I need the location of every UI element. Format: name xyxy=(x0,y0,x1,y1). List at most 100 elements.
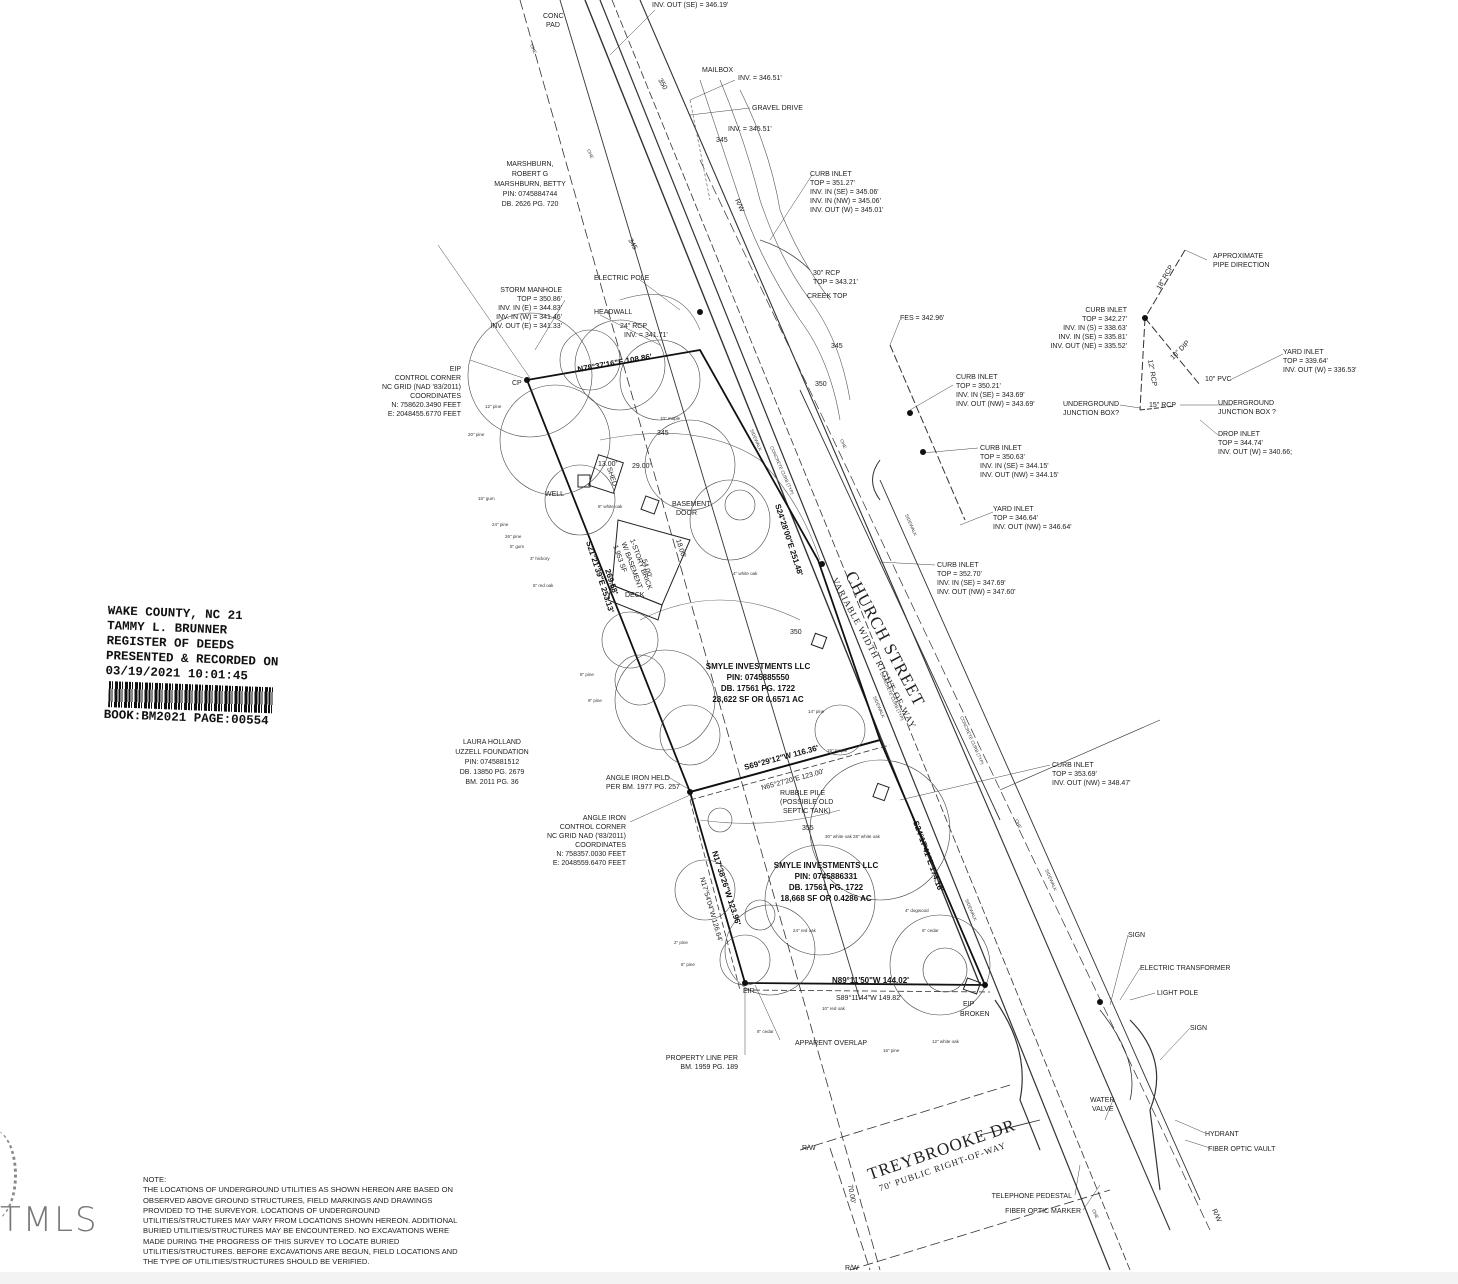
svg-text:TOP = 350.21': TOP = 350.21' xyxy=(956,383,1001,390)
svg-text:SMYLE INVESTMENTS LLC: SMYLE INVESTMENTS LLC xyxy=(706,662,811,671)
svg-text:CURB INLET: CURB INLET xyxy=(810,171,852,178)
note-title: NOTE: xyxy=(143,1175,167,1184)
svg-text:INV. IN (S) = 338.63': INV. IN (S) = 338.63' xyxy=(1063,325,1127,332)
svg-text:CURB INLET: CURB INLET xyxy=(956,374,998,381)
creek-topography xyxy=(689,79,851,421)
svg-text:10" DIP: 10" DIP xyxy=(1169,339,1191,361)
svg-text:350: 350 xyxy=(656,78,668,92)
svg-text:MAILBOX: MAILBOX xyxy=(702,67,733,74)
svg-text:R/W: R/W xyxy=(802,1145,816,1152)
bearing-south: N89°11'50"W 144.02' xyxy=(832,976,909,985)
row-dim: 70.00' xyxy=(846,1184,856,1204)
svg-text:INV. IN (SE) = 344.15': INV. IN (SE) = 344.15' xyxy=(980,463,1049,470)
svg-text:24" pine: 24" pine xyxy=(492,522,509,527)
note-body: THE LOCATIONS OF UNDERGROUND UTILITIES A… xyxy=(143,1185,458,1267)
svg-text:PAD: PAD xyxy=(546,22,560,29)
svg-text:10" red oak: 10" red oak xyxy=(822,1006,846,1011)
svg-text:CURB INLET: CURB INLET xyxy=(1052,762,1094,769)
svg-text:2" pine: 2" pine xyxy=(674,940,688,945)
svg-text:TOP = 350.63': TOP = 350.63' xyxy=(980,454,1025,461)
svg-text:FIBER OPTIC MARKER: FIBER OPTIC MARKER xyxy=(1005,1208,1081,1215)
svg-text:28" white oak: 28" white oak xyxy=(853,834,881,839)
svg-text:10" PVC: 10" PVC xyxy=(1205,376,1232,383)
svg-text:CP: CP xyxy=(512,380,522,387)
svg-text:PROPERTY LINE PER: PROPERTY LINE PER xyxy=(666,1055,738,1062)
svg-text:EIP: EIP xyxy=(963,1001,975,1008)
svg-text:28,622 SF OR 0.6571 AC: 28,622 SF OR 0.6571 AC xyxy=(712,695,804,704)
svg-text:INV. OUT (NW) = 344.15': INV. OUT (NW) = 344.15' xyxy=(980,472,1059,479)
svg-text:20" pine: 20" pine xyxy=(468,432,485,437)
svg-text:INV. OUT (W) = 340.66;: INV. OUT (W) = 340.66; xyxy=(1218,449,1292,456)
treybrooke-label: TREYBROOKE DR 70' PUBLIC RIGHT-OF-WAY xyxy=(865,1115,1018,1193)
svg-text:12" white oak: 12" white oak xyxy=(932,1039,960,1044)
svg-text:INV. = 345.51': INV. = 345.51' xyxy=(728,126,772,133)
svg-text:12" RCP: 12" RCP xyxy=(1146,359,1158,387)
svg-text:16" gum: 16" gum xyxy=(478,496,495,501)
svg-text:JUNCTION BOX?: JUNCTION BOX? xyxy=(1063,410,1119,417)
svg-text:INV. IN (W) = 341.46': INV. IN (W) = 341.46' xyxy=(496,314,562,321)
east-storm-system xyxy=(889,249,1201,791)
svg-text:COORDINATES: COORDINATES xyxy=(410,393,461,400)
owner-smyle-upper: SMYLE INVESTMENTS LLC PIN: 0745885550 DB… xyxy=(706,662,811,704)
svg-text:30" RCP: 30" RCP xyxy=(813,270,840,277)
svg-text:29.00': 29.00' xyxy=(632,463,651,470)
svg-text:APPARENT OVERLAP: APPARENT OVERLAP xyxy=(795,1040,867,1047)
svg-text:4" dogwood: 4" dogwood xyxy=(905,908,929,913)
svg-text:5" gum: 5" gum xyxy=(510,544,524,549)
svg-text:BM. 2011 PG. 36: BM. 2011 PG. 36 xyxy=(465,779,518,786)
svg-text:INV. OUT (NW) = 348.47': INV. OUT (NW) = 348.47' xyxy=(1052,780,1131,787)
svg-text:345: 345 xyxy=(831,343,843,350)
svg-text:PER BM. 1977 PG. 257: PER BM. 1977 PG. 257 xyxy=(606,784,680,791)
svg-text:PIN: 0745884744: PIN: 0745884744 xyxy=(503,191,558,198)
svg-text:DB. 17561 PG. 1722: DB. 17561 PG. 1722 xyxy=(789,883,864,892)
svg-text:INV. OUT (E) = 341.33': INV. OUT (E) = 341.33' xyxy=(490,323,562,330)
dashed-south-line xyxy=(744,989,991,993)
leader-lines xyxy=(437,9,1284,1211)
svg-text:SIDEWALK: SIDEWALK xyxy=(1044,868,1058,891)
parcel-upper xyxy=(526,349,882,794)
site-contours xyxy=(599,293,841,824)
svg-text:350: 350 xyxy=(790,629,802,636)
svg-text:INV. OUT (W) = 345.01': INV. OUT (W) = 345.01' xyxy=(810,207,884,214)
svg-text:HYDRANT: HYDRANT xyxy=(1205,1131,1240,1138)
svg-text:10" maple: 10" maple xyxy=(660,416,681,421)
svg-text:EIP: EIP xyxy=(450,366,462,373)
bottom-strip xyxy=(0,1272,1458,1284)
owner-marshburn: MARSHBURN, ROBERT G MARSHBURN, BETTY PIN… xyxy=(494,161,566,208)
svg-text:NC GRID NAD ('83/2011): NC GRID NAD ('83/2011) xyxy=(547,833,626,840)
svg-text:ANGLE IRON HELD: ANGLE IRON HELD xyxy=(606,775,670,782)
svg-text:CONC: CONC xyxy=(543,13,564,20)
svg-text:18,668 SF OR 0.4286 AC: 18,668 SF OR 0.4286 AC xyxy=(780,894,872,903)
svg-text:GRAVEL DRIVE: GRAVEL DRIVE xyxy=(752,105,803,112)
svg-text:COORDINATES: COORDINATES xyxy=(575,842,626,849)
svg-text:18" RCP: 18" RCP xyxy=(1156,264,1176,291)
svg-text:R/W: R/W xyxy=(845,1265,859,1272)
svg-text:24" red oak: 24" red oak xyxy=(793,928,817,933)
svg-text:APPROXIMATE: APPROXIMATE xyxy=(1213,253,1263,260)
svg-text:BM. 1959 PG. 189: BM. 1959 PG. 189 xyxy=(680,1064,738,1071)
svg-text:MARSHBURN,: MARSHBURN, xyxy=(506,161,553,168)
svg-text:TOP = 346.64': TOP = 346.64' xyxy=(993,515,1038,522)
svg-text:BROKEN: BROKEN xyxy=(960,1011,990,1018)
svg-text:15" RCP: 15" RCP xyxy=(1149,402,1176,409)
svg-text:INV. OUT (NW) = 346.64': INV. OUT (NW) = 346.64' xyxy=(993,524,1072,531)
svg-text:DB. 17561 PG. 1722: DB. 17561 PG. 1722 xyxy=(721,684,796,693)
bearing-north: N78°37'16"E 108.86' xyxy=(577,352,653,374)
svg-text:INV. IN (NW) = 345.06': INV. IN (NW) = 345.06' xyxy=(810,198,881,205)
svg-text:TOP = 353.69': TOP = 353.69' xyxy=(1052,771,1097,778)
treybrooke-corridor xyxy=(799,1084,1111,1271)
svg-text:OHE: OHE xyxy=(586,148,595,159)
svg-text:NC GRID (NAD '83/2011): NC GRID (NAD '83/2011) xyxy=(382,384,461,391)
svg-text:INV. IN (SE) = 343.69': INV. IN (SE) = 343.69' xyxy=(956,392,1025,399)
svg-text:5" red oak: 5" red oak xyxy=(533,583,554,588)
mls-watermark: TMLS xyxy=(0,1200,99,1240)
svg-text:345: 345 xyxy=(657,430,669,437)
svg-text:UZZELL FOUNDATION: UZZELL FOUNDATION xyxy=(455,749,529,756)
svg-text:INV. IN (E) = 344.83': INV. IN (E) = 344.83' xyxy=(498,305,562,312)
svg-text:SIGN: SIGN xyxy=(1128,932,1145,939)
svg-text:UNDERGROUND: UNDERGROUND xyxy=(1063,401,1119,408)
svg-text:INV. = 341.71': INV. = 341.71' xyxy=(624,332,668,339)
svg-text:(POSSIBLE OLD: (POSSIBLE OLD xyxy=(780,799,833,806)
svg-text:FIBER OPTIC VAULT: FIBER OPTIC VAULT xyxy=(1208,1146,1276,1153)
svg-text:CONTROL CORNER: CONTROL CORNER xyxy=(395,375,461,382)
